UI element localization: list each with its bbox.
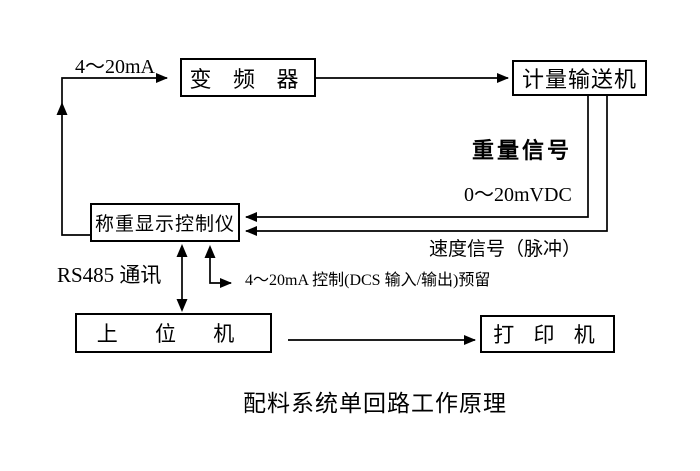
box-printer: 打 印 机: [480, 315, 615, 353]
connector-dcs-reserved: [209, 257, 232, 288]
connector-speed-signal: [245, 95, 608, 236]
label-weight-signal: 重量信号: [472, 138, 573, 163]
label-dcs-reserved: 4～20mA 控制(DCS 输入/输出)预留: [245, 272, 491, 289]
box-metering-conveyor: 计量输送机: [512, 60, 647, 96]
arrow-up-icon: [56, 102, 68, 115]
label-0-20mvdc: 0～20mVDC: [464, 184, 572, 206]
label-4-20ma-loop: 4～20mA: [75, 56, 155, 78]
box-weighing-display-controller: 称重显示控制仪: [90, 203, 240, 242]
connector-controller-to-inverter: [61, 73, 168, 236]
diagram-title: 配料系统单回路工作原理: [243, 391, 507, 416]
label-rs485-comm: RS485 通讯: [57, 263, 162, 287]
connector-weight-signal: [245, 95, 589, 222]
arrow-up-icon: [204, 245, 216, 258]
arrow-down-icon: [176, 299, 188, 312]
box-host-computer: 上 位 机: [75, 313, 272, 353]
label-speed-signal-pulse: 速度信号（脉冲）: [429, 239, 582, 260]
box-inverter: 变 频 器: [180, 58, 316, 97]
arrow-up-icon: [176, 244, 188, 257]
